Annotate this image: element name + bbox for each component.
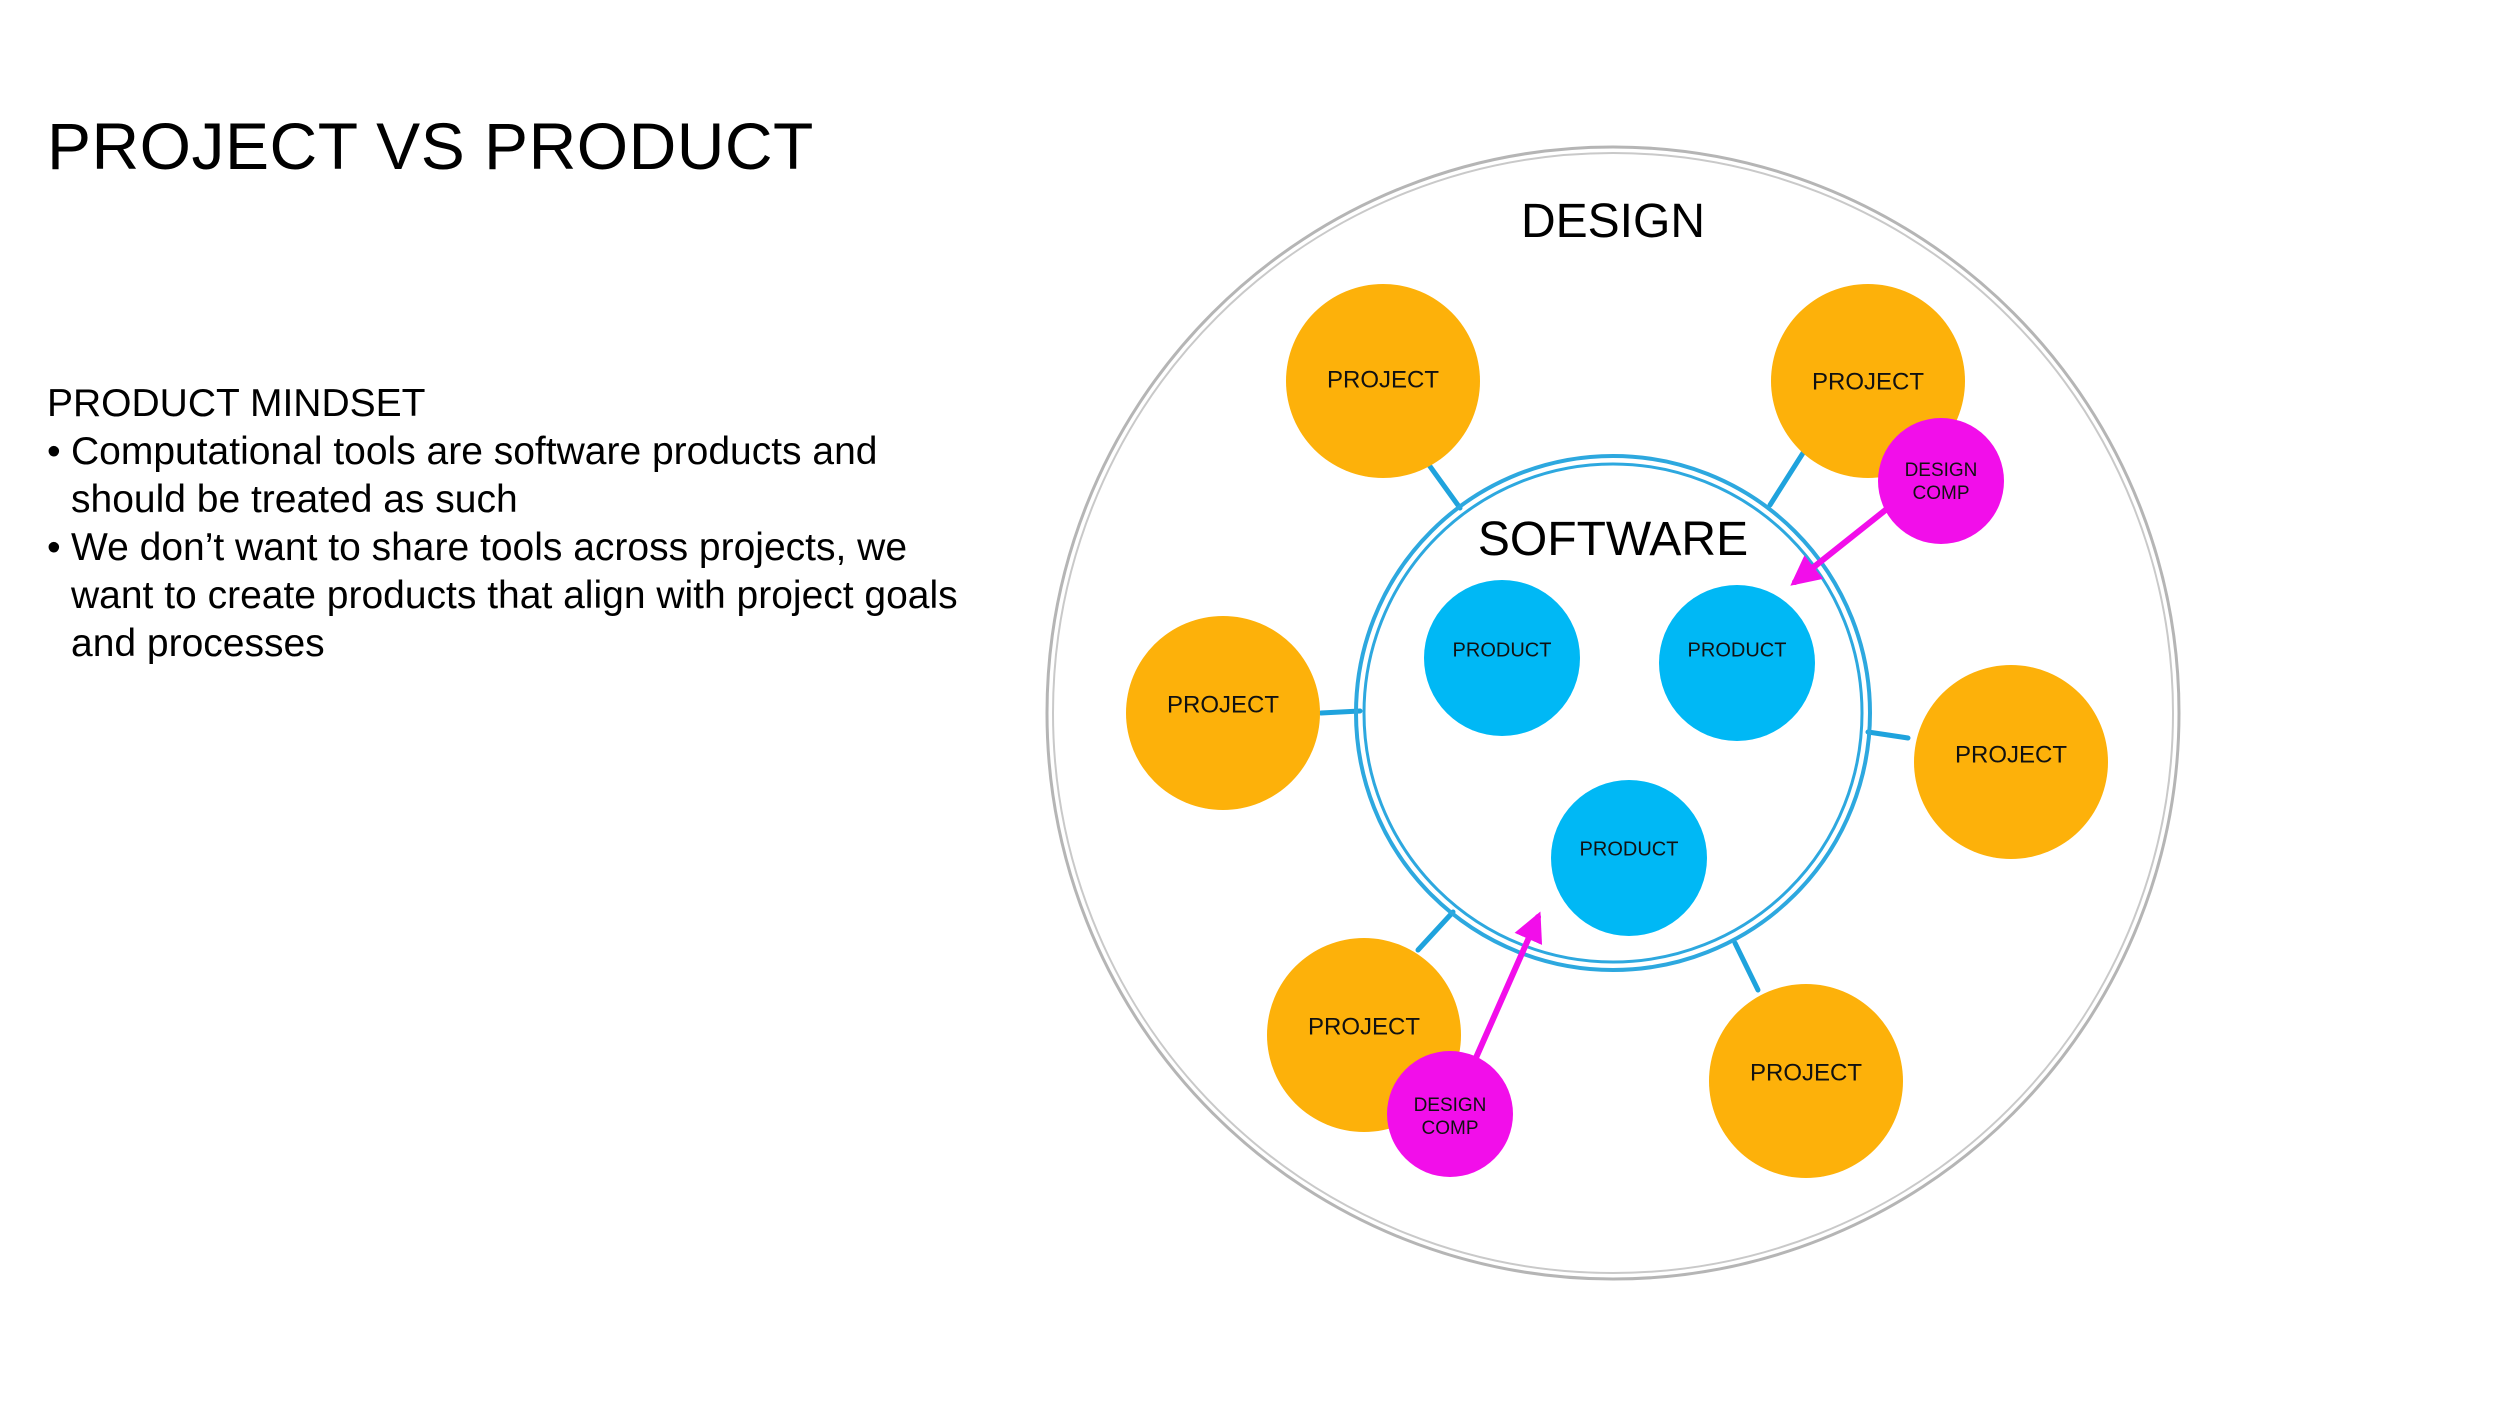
connector-line: [1865, 729, 1911, 741]
project-node: PROJECT: [1286, 284, 1480, 478]
project-label: PROJECT: [1812, 368, 1924, 395]
project-node: PROJECT: [1126, 616, 1320, 810]
bullet-dot-icon: •: [47, 526, 61, 569]
connector-line: [1426, 462, 1463, 511]
design-label: DESIGN: [1521, 195, 1705, 248]
bullet-text: We don’t want to share tools across proj…: [71, 526, 958, 665]
project-node: PROJECT: [1709, 984, 1903, 1178]
project-node: PROJECT: [1914, 665, 2108, 859]
product-label: PRODUCT: [1453, 639, 1552, 661]
connector-line: [1767, 450, 1806, 508]
bullet-text: Computational tools are software product…: [71, 430, 878, 521]
product-mindset-block: PRODUCT MINDSET •Computational tools are…: [47, 380, 977, 668]
product-node: PRODUCT: [1424, 580, 1580, 736]
design-comp-node: DESIGN COMP: [1387, 1051, 1513, 1177]
product-node: PRODUCT: [1551, 780, 1707, 936]
design-comp-label-line2: COMP: [1422, 1118, 1479, 1139]
bullet-dot-icon: •: [47, 430, 61, 473]
connector-line: [1732, 940, 1761, 993]
design-ring: [1045, 145, 2181, 1281]
connector-line: [1415, 909, 1456, 953]
project-label: PROJECT: [1955, 741, 2067, 768]
design-comp-arrow: [1790, 505, 1891, 586]
design-comp-label-line2: COMP: [1913, 483, 1970, 504]
project-label: PROJECT: [1308, 1013, 1420, 1040]
design-comp-label-line1: DESIGN: [1414, 1095, 1487, 1116]
design-comp-arrow: [1472, 911, 1543, 1063]
project-label: PROJECT: [1750, 1059, 1862, 1086]
design-comp-node: DESIGN COMP: [1878, 418, 2004, 544]
connector-lines: [1318, 450, 1911, 993]
bullet-item: •We don’t want to share tools across pro…: [47, 524, 977, 668]
product-label: PRODUCT: [1688, 639, 1787, 661]
product-node: PRODUCT: [1659, 585, 1815, 741]
mindset-heading: PRODUCT MINDSET: [47, 382, 426, 425]
bullet-item: •Computational tools are software produc…: [47, 428, 977, 524]
slide-title: PROJECT VS PRODUCT: [47, 109, 814, 183]
product-label: PRODUCT: [1580, 838, 1679, 860]
mindset-bullet-list: •Computational tools are software produc…: [47, 428, 977, 668]
project-label: PROJECT: [1167, 691, 1279, 718]
software-label: SOFTWARE: [1478, 513, 1748, 566]
software-ring: [1354, 454, 1872, 972]
design-comp-label-line1: DESIGN: [1905, 460, 1978, 481]
connector-line: [1318, 708, 1363, 716]
project-label: PROJECT: [1327, 366, 1439, 393]
